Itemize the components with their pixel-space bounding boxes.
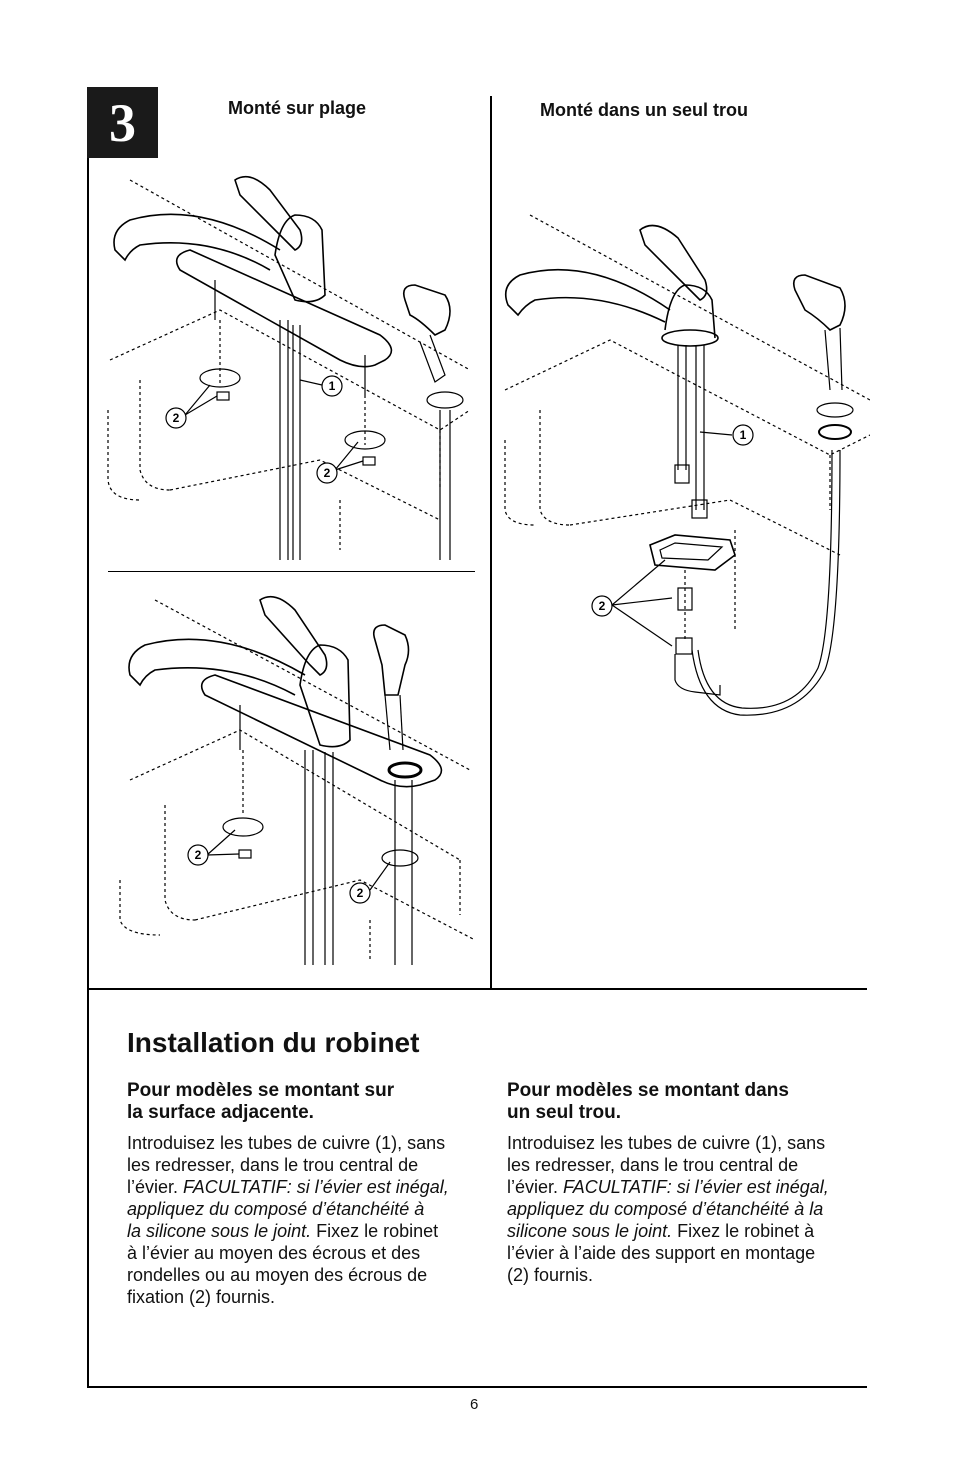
section-divider — [87, 988, 867, 990]
callout-2: 2 — [357, 886, 364, 900]
frame-left-rule — [87, 87, 89, 1387]
deck-mount-label: Monté sur plage — [228, 98, 367, 118]
single-body-line: (2) fournis. — [507, 1265, 594, 1285]
single-body-text: Fixez le robinet à — [672, 1221, 815, 1241]
single-heading-line2: un seul trou. — [507, 1102, 621, 1123]
deck-body-line: l’évier. FACULTATIF: si l’évier est inég… — [127, 1176, 487, 1198]
single-optional-note: silicone sous le joint. — [507, 1221, 673, 1241]
deck-mount-illustration-top: 1 2 2 — [107, 175, 471, 560]
callout-2: 2 — [324, 466, 331, 480]
single-heading: Pour modèles se montant dans un seul tro… — [507, 1080, 867, 1124]
single-body-text: l’évier. — [507, 1177, 564, 1197]
deck-heading-line2: la surface adjacente. — [127, 1102, 314, 1123]
deck-body-text: Fixez le robinet — [311, 1221, 439, 1241]
section-title: Installation du robinet — [127, 1027, 420, 1058]
single-body-line: les redresser, dans le trou central de — [507, 1155, 799, 1175]
deck-body-line: les redresser, dans le trou central de — [127, 1155, 419, 1175]
deck-heading-line1: Pour modèles se montant sur — [127, 1080, 395, 1101]
single-hole-illustration: 1 2 — [504, 214, 870, 716]
deck-body-line: fixation (2) fournis. — [127, 1287, 276, 1307]
single-body-line: silicone sous le joint. Fixez le robinet… — [507, 1220, 867, 1242]
deck-body-line: rondelles ou au moyen des écrous de — [127, 1265, 428, 1285]
deck-optional-note: la silicone sous le joint. — [127, 1221, 312, 1241]
single-body-line: l’évier à l’aide des support en montage — [507, 1243, 816, 1263]
deck-optional-note: appliquez du composé d’étanchéité à — [127, 1199, 425, 1219]
deck-heading: Pour modèles se montant sur la surface a… — [127, 1080, 487, 1124]
single-optional-note: FACULTATIF: si l’évier est inégal, — [563, 1177, 829, 1197]
single-body-line: Introduisez les tubes de cuivre (1), san… — [507, 1133, 826, 1153]
deck-body-line: la silicone sous le joint. Fixez le robi… — [127, 1220, 487, 1242]
step-number-badge: 3 — [87, 87, 158, 158]
callout-1: 1 — [740, 428, 747, 442]
deck-body-line: appliquez du composé d’étanchéité à — [127, 1198, 487, 1220]
deck-panel-separator — [108, 571, 475, 572]
callout-2: 2 — [599, 599, 606, 613]
illustration-divider — [490, 96, 492, 988]
single-body-line: l’évier. FACULTATIF: si l’évier est inég… — [507, 1176, 867, 1198]
frame-bottom-rule — [87, 1386, 867, 1388]
callout-2: 2 — [195, 848, 202, 862]
single-body-line: appliquez du composé d’étanchéité à la — [507, 1198, 867, 1220]
callout-2: 2 — [173, 411, 180, 425]
deck-body-line: à l’évier au moyen des écrous et des — [127, 1243, 421, 1263]
deck-body-text: l’évier. — [127, 1177, 184, 1197]
single-optional-note: appliquez du composé d’étanchéité à la — [507, 1199, 824, 1219]
single-instructions: Pour modèles se montant dans un seul tro… — [507, 1080, 867, 1286]
deck-body-line: Introduisez les tubes de cuivre (1), san… — [127, 1133, 446, 1153]
callout-1: 1 — [329, 379, 336, 393]
deck-body: Introduisez les tubes de cuivre (1), san… — [127, 1132, 487, 1308]
single-body: Introduisez les tubes de cuivre (1), san… — [507, 1132, 867, 1286]
deck-optional-note: FACULTATIF: si l’évier est inégal, — [183, 1177, 449, 1197]
deck-mount-illustration-bottom: 2 2 — [119, 595, 476, 965]
page-number: 6 — [470, 1396, 479, 1413]
single-heading-line1: Pour modèles se montant dans — [507, 1080, 789, 1101]
deck-instructions: Pour modèles se montant sur la surface a… — [127, 1080, 487, 1308]
single-hole-label: Monté dans un seul trou — [540, 100, 749, 120]
